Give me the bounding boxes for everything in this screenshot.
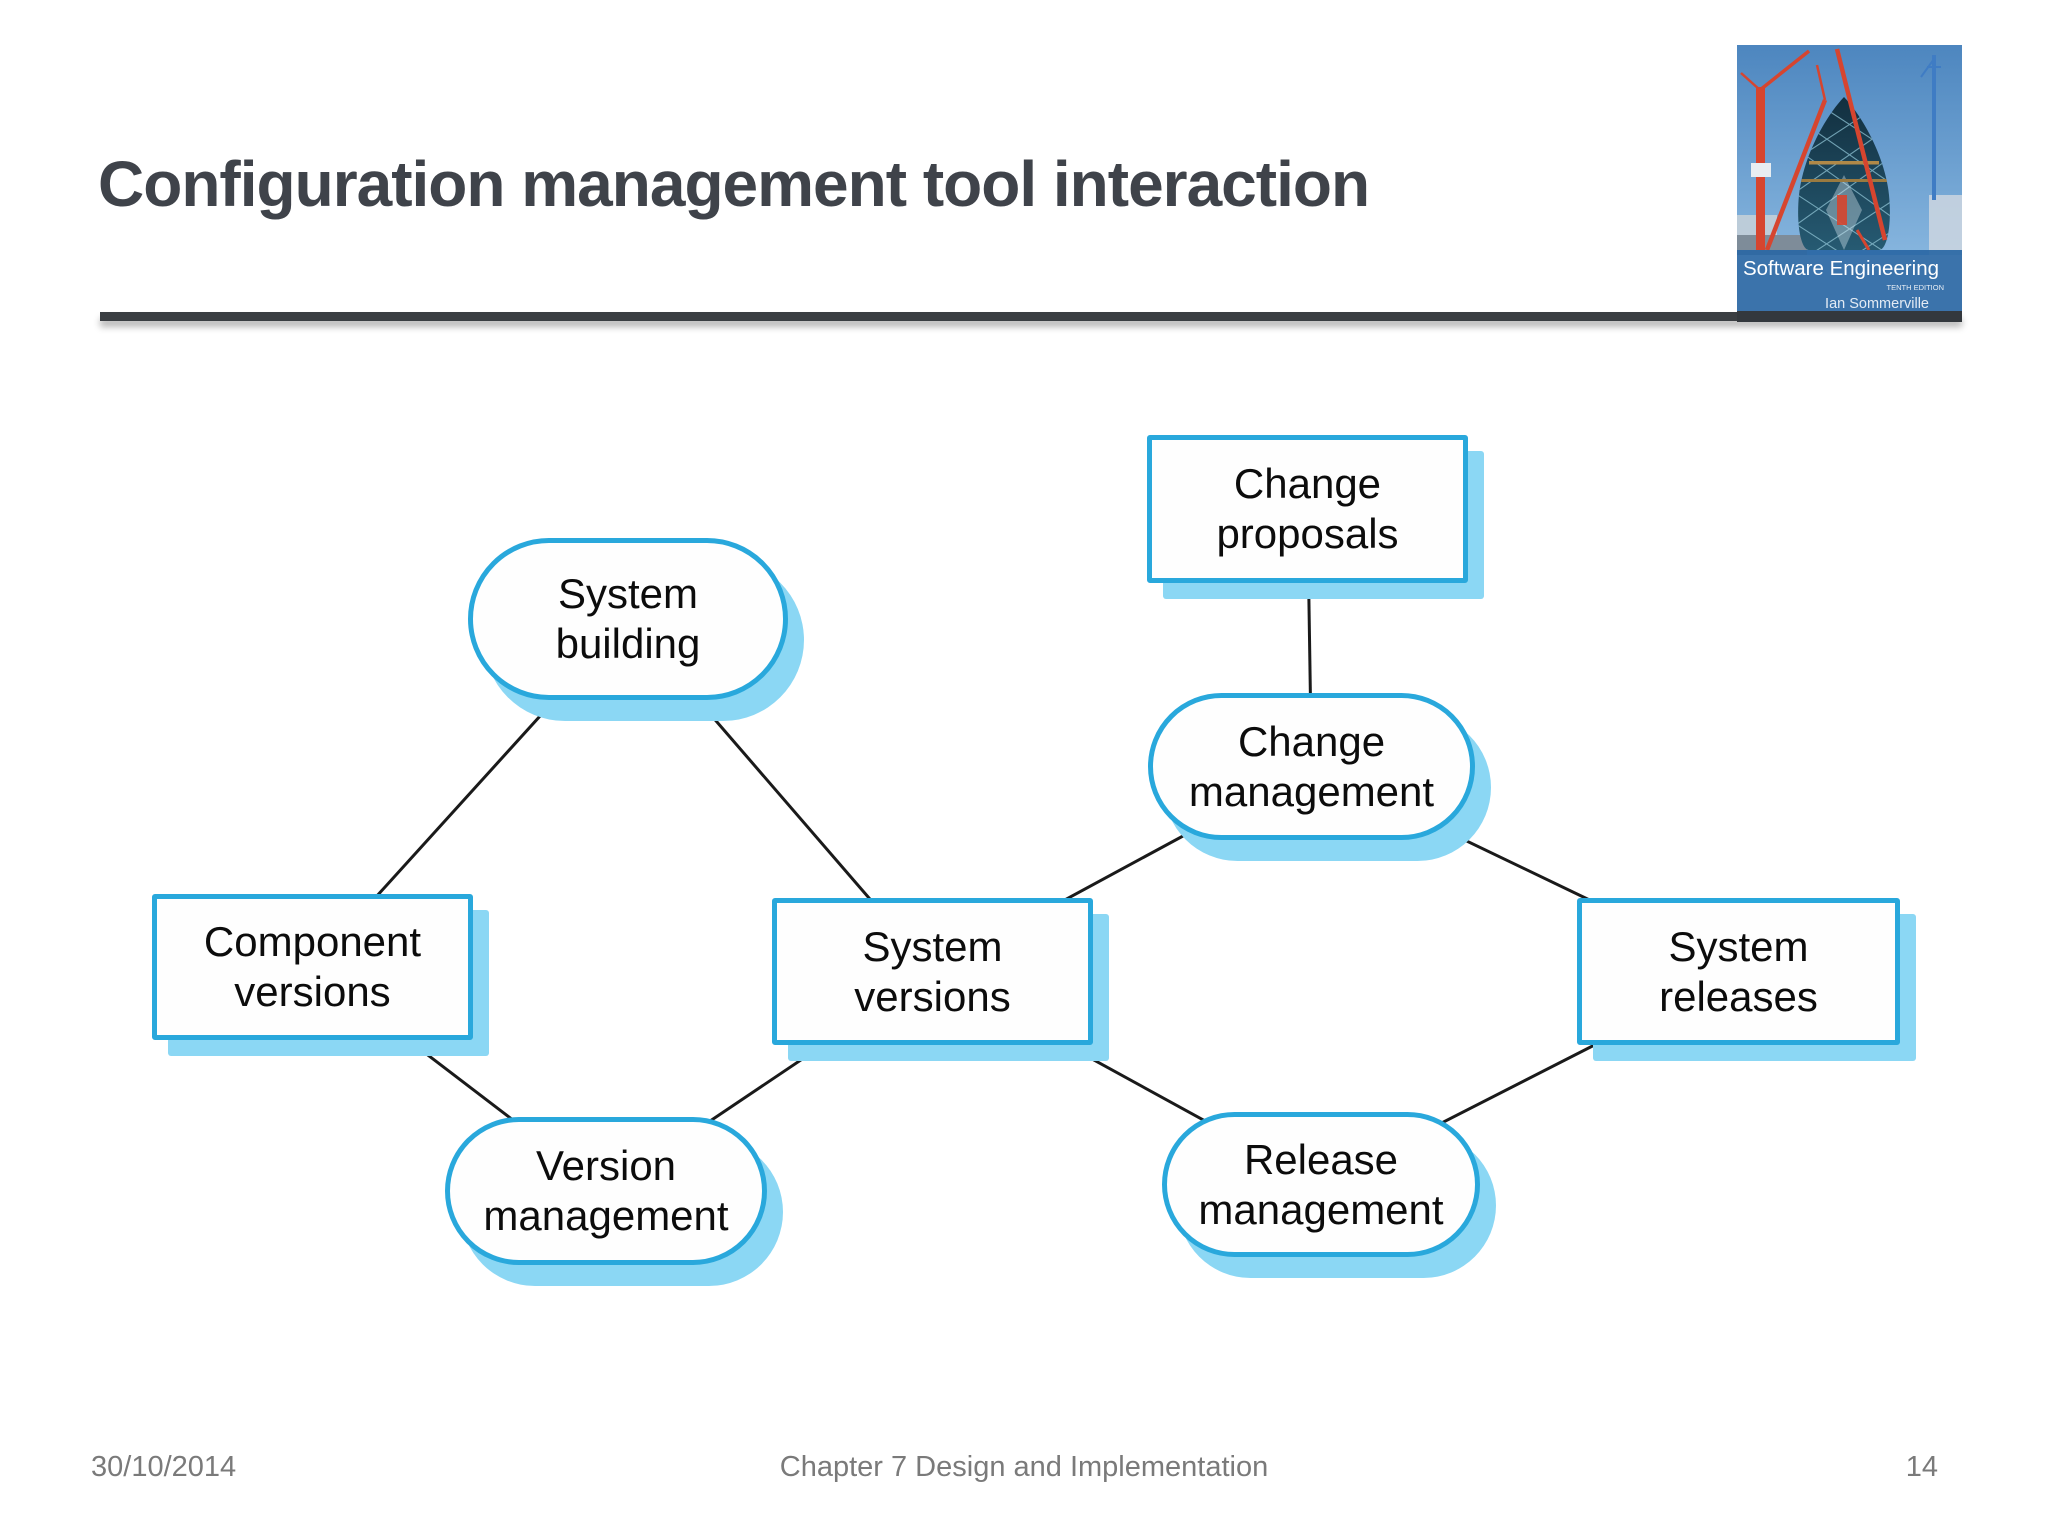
footer-date: 30/10/2014	[91, 1451, 237, 1483]
book-edition: TENTH EDITION	[1887, 283, 1945, 292]
book-author: Ian Sommerville	[1825, 296, 1929, 312]
node-release-management: Release management	[1162, 1112, 1480, 1257]
book-cover-art: Software Engineering TENTH EDITION Ian S…	[1737, 45, 1962, 322]
cover-bottom-strip	[1737, 311, 1962, 322]
footer-page-number: 14	[1905, 1451, 1938, 1483]
node-change-management: Change management	[1148, 693, 1475, 840]
title-divider	[100, 312, 1962, 321]
node-system-versions: System versions	[772, 898, 1093, 1045]
node-component-versions: Component versions	[152, 894, 473, 1040]
page-title: Configuration management tool interactio…	[98, 148, 1370, 220]
blue-crane	[1920, 55, 1941, 200]
node-version-management: Version management	[445, 1117, 767, 1265]
book-title: Software Engineering	[1743, 257, 1939, 280]
footer-chapter: Chapter 7 Design and Implementation	[779, 1451, 1269, 1483]
book-cover-image: Software Engineering TENTH EDITION Ian S…	[1737, 45, 1962, 322]
cover-band	[1737, 250, 1962, 312]
node-system-building: System building	[468, 538, 788, 700]
node-system-releases: System releases	[1577, 898, 1900, 1045]
node-change-proposals: Change proposals	[1147, 435, 1468, 583]
